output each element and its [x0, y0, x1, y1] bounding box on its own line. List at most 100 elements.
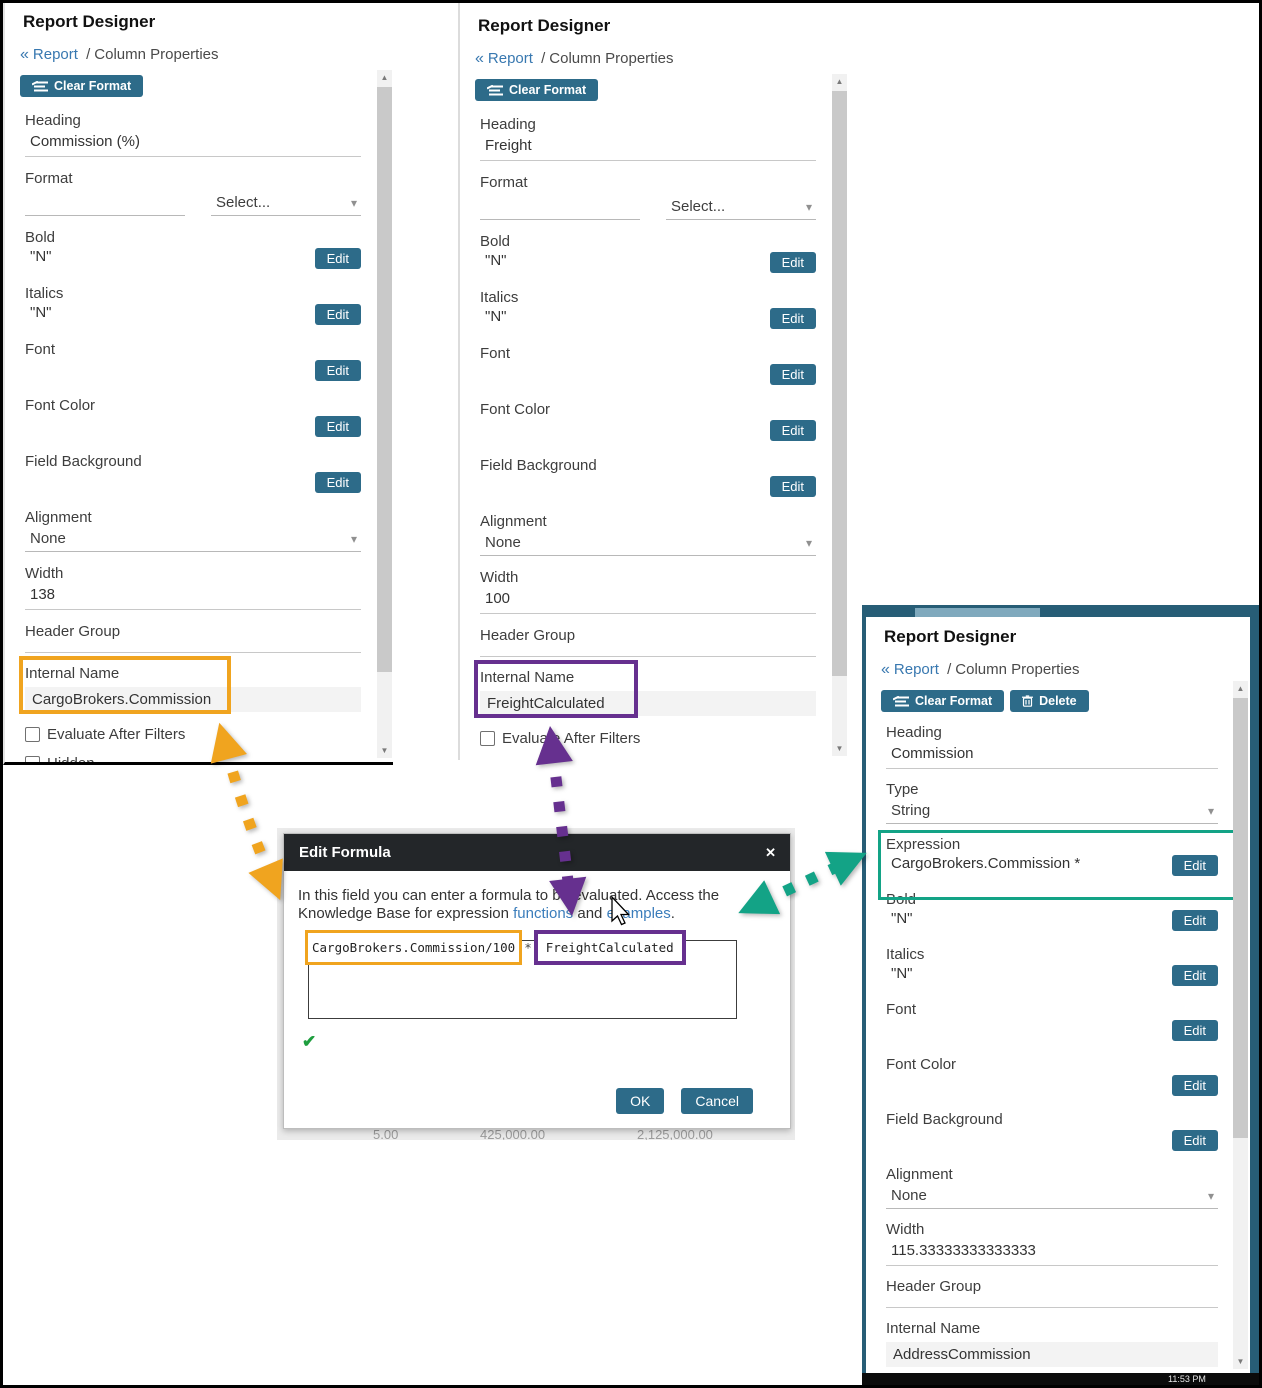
scrollbar[interactable]: ▲ ▼	[832, 74, 847, 756]
cancel-button[interactable]: Cancel	[681, 1088, 753, 1114]
heading-input[interactable]: Commission (%)	[25, 133, 361, 157]
edit-font-color-button[interactable]: Edit	[769, 420, 816, 441]
background-table-value: 5.00	[373, 1127, 399, 1140]
heading-label: Heading	[25, 112, 81, 129]
edit-font-color-button[interactable]: Edit	[314, 416, 361, 437]
breadcrumb-report-link[interactable]: Report	[893, 661, 939, 678]
header-group-input[interactable]	[25, 640, 361, 653]
font-label: Font	[25, 341, 56, 358]
ok-button[interactable]: OK	[616, 1088, 665, 1114]
format-input[interactable]	[480, 197, 640, 220]
edit-bold-button[interactable]: Edit	[769, 252, 816, 273]
bold-value: "N"	[485, 252, 507, 269]
breadcrumb-current: Column Properties	[94, 46, 219, 63]
page-title: Report Designer	[478, 16, 611, 35]
field-background-label: Field Background	[480, 457, 597, 474]
italics-value: "N"	[891, 965, 913, 982]
back-chevrons-icon[interactable]: «	[475, 50, 484, 67]
scrollbar-up-icon[interactable]: ▲	[1236, 684, 1245, 693]
bold-label: Bold	[25, 229, 56, 246]
scrollbar-thumb[interactable]	[377, 87, 392, 672]
edit-field-background-button[interactable]: Edit	[1171, 1130, 1218, 1151]
internal-name-value: AddressCommission	[886, 1342, 1218, 1367]
edit-font-button[interactable]: Edit	[314, 360, 361, 381]
backdrop-highlight-strip	[915, 608, 1040, 617]
internal-name-value: FreightCalculated	[480, 691, 816, 716]
scrollbar-down-icon[interactable]: ▼	[1236, 1357, 1245, 1366]
evaluate-after-filters-checkbox[interactable]	[25, 727, 40, 742]
heading-input[interactable]: Freight	[480, 137, 816, 161]
formula-textarea[interactable]: CargoBrokers.Commission/100 * FreightCal…	[305, 929, 737, 1019]
page-title: Report Designer	[884, 627, 1017, 646]
clear-format-icon	[893, 695, 909, 707]
format-input[interactable]	[25, 193, 185, 216]
header-group-input[interactable]	[480, 644, 816, 657]
edit-font-button[interactable]: Edit	[1171, 1020, 1218, 1041]
scrollbar[interactable]: ▲ ▼	[1233, 681, 1248, 1369]
edit-expression-button[interactable]: Edit	[1171, 855, 1218, 876]
alignment-select[interactable]: None ▾	[480, 534, 816, 556]
scrollbar[interactable]: ▲ ▼	[377, 70, 392, 758]
type-label: Type	[886, 781, 919, 798]
edit-formula-dialog: Edit Formula ✕ In this field you can ent…	[283, 833, 791, 1129]
type-select[interactable]: String ▾	[886, 802, 1218, 824]
examples-link[interactable]: examples	[606, 905, 671, 923]
clock: 11:53 PM	[1168, 1374, 1206, 1384]
edit-field-background-button[interactable]: Edit	[769, 476, 816, 497]
internal-name-value: CargoBrokers.Commission	[25, 687, 361, 712]
evaluate-after-filters-label: Evaluate After Filters	[502, 730, 641, 747]
scrollbar-thumb[interactable]	[832, 91, 847, 676]
width-input[interactable]: 100	[480, 590, 816, 614]
back-chevrons-icon[interactable]: «	[20, 46, 29, 63]
functions-link[interactable]: functions	[513, 905, 574, 923]
scrollbar-thumb[interactable]	[1233, 698, 1248, 1138]
edit-font-color-button[interactable]: Edit	[1171, 1075, 1218, 1096]
italics-label: Italics	[25, 285, 64, 302]
font-color-label: Font Color	[480, 401, 551, 418]
alignment-select[interactable]: None ▾	[25, 530, 361, 552]
clear-format-label: Clear Format	[509, 83, 587, 97]
scrollbar-down-icon[interactable]: ▼	[380, 746, 389, 755]
format-select-value: Select...	[216, 194, 271, 211]
header-group-label: Header Group	[25, 623, 121, 640]
format-select[interactable]: Select... ▾	[666, 198, 816, 220]
delete-button[interactable]: Delete	[1010, 690, 1089, 712]
trash-icon	[1022, 695, 1034, 707]
edit-bold-button[interactable]: Edit	[314, 248, 361, 269]
hidden-checkbox[interactable]	[25, 756, 40, 762]
bold-label: Bold	[886, 891, 917, 908]
formula-valid-check-icon: ✔	[302, 1031, 317, 1051]
breadcrumb-report-link[interactable]: Report	[32, 46, 78, 63]
clear-format-button[interactable]: Clear Format	[20, 75, 144, 97]
bold-label: Bold	[480, 233, 511, 250]
edit-italics-button[interactable]: Edit	[769, 308, 816, 329]
edit-bold-button[interactable]: Edit	[1171, 910, 1218, 931]
header-group-label: Header Group	[480, 627, 576, 644]
width-input[interactable]: 138	[25, 586, 361, 610]
scrollbar-up-icon[interactable]: ▲	[835, 77, 844, 86]
format-select[interactable]: Select... ▾	[211, 194, 361, 216]
font-color-label: Font Color	[25, 397, 96, 414]
header-group-input[interactable]	[886, 1295, 1218, 1308]
formula-operator: *	[524, 939, 532, 955]
bold-value: "N"	[891, 910, 913, 927]
edit-font-button[interactable]: Edit	[769, 364, 816, 385]
scrollbar-down-icon[interactable]: ▼	[835, 744, 844, 753]
edit-italics-button[interactable]: Edit	[1171, 965, 1218, 986]
clear-format-button[interactable]: Clear Format	[881, 690, 1005, 712]
heading-input[interactable]: Commission	[886, 745, 1218, 769]
clear-format-button[interactable]: Clear Format	[475, 79, 599, 101]
format-select-value: Select...	[671, 198, 726, 215]
italics-value: "N"	[30, 304, 52, 321]
dialog-title: Edit Formula	[299, 844, 391, 861]
formula-part-commission: CargoBrokers.Commission/100	[305, 929, 523, 965]
breadcrumb-report-link[interactable]: Report	[487, 50, 533, 67]
edit-italics-button[interactable]: Edit	[314, 304, 361, 325]
back-chevrons-icon[interactable]: «	[881, 661, 890, 678]
evaluate-after-filters-checkbox[interactable]	[480, 731, 495, 746]
alignment-select[interactable]: None ▾	[886, 1187, 1218, 1209]
width-input[interactable]: 115.33333333333333	[886, 1242, 1218, 1266]
edit-field-background-button[interactable]: Edit	[314, 472, 361, 493]
scrollbar-up-icon[interactable]: ▲	[380, 73, 389, 82]
close-icon[interactable]: ✕	[765, 845, 776, 860]
